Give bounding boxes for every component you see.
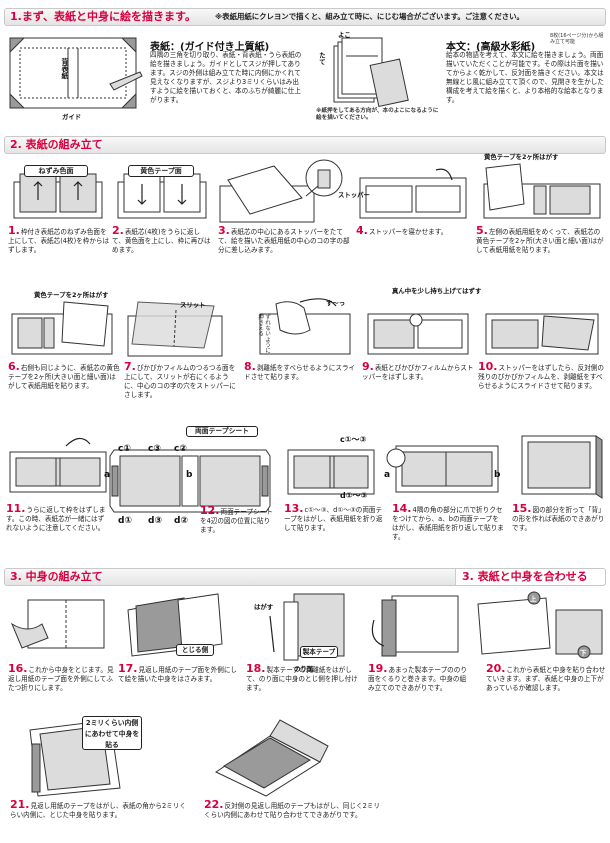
body-heading: 本文：(高級水彩紙): [446, 42, 536, 53]
body-text: 絵本の物語を考えて、本文に絵を描きましょう。両面描いていただくことが可能です。そ…: [446, 51, 604, 104]
step-21: 21.見返し用紙のテープをはがし、表紙の角から2ミリくらい内側に、とじた中身を貼…: [10, 798, 186, 819]
step-13-illustration: [287, 449, 375, 495]
step-17: 17.見返し用紙のテープ面を外側にして絵を描いた中身をはさみます。: [118, 662, 238, 683]
tape-c3: c③: [148, 444, 161, 454]
press-label: ずれないように押さえる: [257, 314, 270, 354]
orientation-note: ※紙押をしてある方向が、本のよこになるように絵を描いてください。: [316, 108, 439, 121]
tape-c2: c②: [174, 444, 187, 454]
step-3-illustration: [219, 159, 343, 223]
step-13: 13.c①〜③、d①〜③の両面テープをはがし、表紙用紙を折り返して貼ります。: [284, 502, 383, 532]
step-2-illustration: [117, 173, 207, 219]
step-15: 15.図の部分を折って「背」の形を作れば表紙のできあがりです。: [512, 502, 605, 532]
section-3-right-title: 3. 表紙と中身を合わせる: [462, 570, 588, 583]
step-8: 8.剥離紙をすべらせるようにスライドさせて貼ります。: [244, 360, 356, 381]
step-18: 18.製本テープの剥離紙をはがして、のり面に中身のとじ側を押し付けます。: [246, 662, 358, 692]
section-2-title: 2. 表紙の組み立て: [10, 138, 103, 151]
d-range-label: d①〜③: [340, 491, 368, 500]
orientation-illustration: [333, 37, 409, 108]
nezumi-label: ねずみ色面: [24, 165, 88, 177]
tape-c1: c①: [118, 444, 131, 454]
tape-d2: d②: [174, 516, 189, 526]
step-16-illustration: [10, 599, 105, 649]
step-1-illustration: [13, 173, 103, 219]
step-5: 5.左側の表紙用紙をめくって、表紙芯の黄色テープを2ヶ所(大きい面と細い面)はが…: [476, 224, 604, 254]
step-17-illustration: [127, 593, 223, 657]
seihon-tape-label: 製本テープ: [300, 646, 338, 658]
step-12-illustration: [109, 449, 271, 513]
step-4-illustration: [359, 168, 467, 219]
section-1-title: 1.まず、表紙と中身に絵を描きます。: [10, 10, 196, 23]
step-5-illustration: [483, 163, 601, 219]
step-1: 1.枠付き表紙芯のねずみ色面を上にして、表紙芯(4枚)を枠からはずします。: [8, 224, 110, 254]
hagasu-label: はがす: [254, 603, 274, 611]
shita-label: 下: [580, 649, 587, 657]
yellow-peel-label: 黄色テープを2ヶ所はがす: [484, 153, 559, 161]
stopper-label: ストッパー: [338, 191, 370, 199]
center-lift-label: 真ん中を少し持ち上げてはずす: [392, 287, 482, 295]
step-11: 11.うらに返して枠をはずします。この時、表紙芯が一緒にはずれないように注意して…: [6, 502, 106, 532]
c-range-label: c①〜③: [340, 435, 367, 444]
step-14: 14.4隅の角の部分に爪で折りクセをつけてから、a、bの両面テープをはがし、表紙…: [392, 502, 504, 541]
step-19-illustration: [371, 595, 459, 657]
tape-b-14: b: [494, 470, 501, 480]
section-3-right-header: 3. 表紙と中身を合わせる: [455, 569, 605, 585]
tape-d3: d③: [148, 516, 163, 526]
step-11-illustration: [9, 437, 107, 493]
step-22: 22.反対側の見返し用紙のテープもはがし、同じく2ミリくらい内側にあわせて貼り合…: [204, 798, 380, 819]
spine-label: 背表紙: [61, 58, 69, 79]
step-3: 3.表紙芯の中心にあるストッパーをたてて、絵を描いた表紙用紙の中心のコの字の部分…: [218, 224, 350, 254]
section-2-header: 2. 表紙の組み立て: [4, 136, 606, 154]
ue-label: 上: [530, 595, 537, 603]
step-14-illustration: [386, 445, 499, 493]
step-7: 7.ぴかぴかフィルムのつるつる面を上にして、スリットが右にくるように、中心のコの…: [124, 360, 236, 399]
step-9-illustration: [367, 313, 469, 355]
step-8-illustration: [259, 298, 351, 355]
step-16: 16.これから中身をとじます。見返し用紙のテープ面を外側にしてふたつ折りにします…: [8, 662, 114, 692]
guide-label: ガイド: [62, 113, 82, 121]
cover-text: 四隅の三角を切り取り、表紙・背表紙・うら表紙の絵を描きましょう。ガイドとしてスジ…: [150, 51, 302, 104]
orient-top-label: よこ: [338, 31, 351, 39]
step-12: 12.両面テープシートを4辺の図の位置に貼ります。: [200, 504, 273, 534]
step-2: 2.表紙芯(4枚)をうらに返して、黄色面を上にし、枠に再びはめます。: [112, 224, 211, 254]
step-20-illustration: [477, 591, 603, 659]
tape-d1: d①: [118, 516, 133, 526]
step-9: 9.表紙とぴかぴかフィルムからストッパーをはずします。: [362, 360, 474, 381]
norimen-label: のり面: [294, 665, 314, 673]
orient-side-label: たて: [318, 52, 326, 65]
step-19: 19.あまった製本テープののり面をくるりと巻きます。中身の組み立てのできあがりで…: [368, 662, 467, 692]
cover-sheet-illustration: [9, 37, 143, 109]
sweep-label: す〜っ: [326, 299, 346, 307]
yellow-tape-label: 黄色テープ面: [128, 165, 194, 177]
tape-b: b: [186, 470, 193, 480]
double-tape-label: 両面テープシート: [186, 426, 258, 437]
yellow-peel-label-2: 黄色テープを2ヶ所はがす: [34, 291, 109, 299]
step-7-illustration: [127, 301, 223, 357]
step-4: 4.ストッパーを寝かせます。: [356, 224, 448, 237]
step-10-illustration: [485, 313, 599, 355]
cover-heading: 表紙：(ガイド付き上質紙): [150, 42, 270, 53]
section-1-header: 1.まず、表紙と中身に絵を描きます。 ※表紙用紙にクレヨンで描くと、組み立て時に…: [4, 8, 606, 26]
section-3-header: 3. 中身の組み立て 3. 表紙と中身を合わせる: [4, 568, 606, 586]
step-18-illustration: [269, 593, 345, 661]
section-3-title: 3. 中身の組み立て: [10, 570, 103, 583]
step-6: 6.右側も同じように、表紙芯の黄色テープを2ヶ所(大きい面と細い面)はがして表紙…: [8, 360, 120, 390]
step-6-illustration: [11, 301, 113, 355]
step-15-illustration: [521, 435, 603, 499]
toji-label: とじる側: [176, 644, 214, 656]
step-20: 20.これから表紙と中身を貼り合わせていきます。まず、表紙と中身の上下があってい…: [486, 662, 606, 692]
step-10: 10.ストッパーをはずしたら、反対側の残りのぴかぴかフィルムを、剥離紙をすべらせ…: [478, 360, 604, 390]
section-1-note: ※表紙用紙にクレヨンで描くと、組み立て時に、にじむ場合がございます。ご注意くださ…: [215, 12, 524, 21]
two-mm-label: 2ミリくらい内側にあわせて中身を貼る: [82, 716, 142, 750]
tape-a-14: a: [384, 470, 391, 480]
step-22-illustration: [214, 719, 329, 797]
body-pages-note: 8枚(16ページ分)から組み立て可能: [550, 33, 604, 45]
tape-a: a: [104, 470, 111, 480]
slit-label: スリット: [180, 301, 206, 309]
